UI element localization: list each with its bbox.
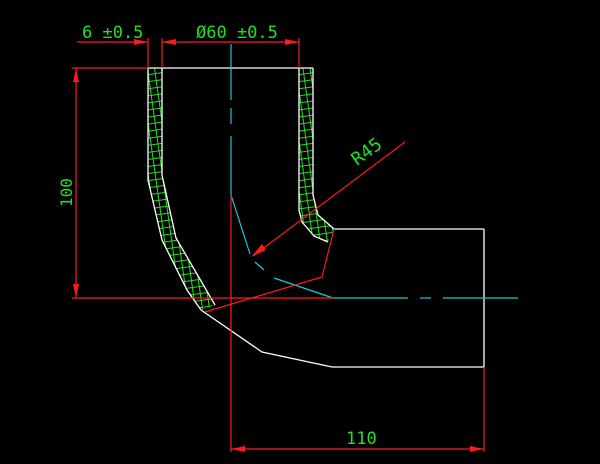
hatched-wall-left — [148, 68, 215, 310]
pipe-outline — [147, 67, 485, 368]
height-label: 100 — [57, 178, 76, 207]
dimension-lines — [72, 38, 485, 452]
centerline — [230, 44, 518, 299]
dimension-arrows — [73, 39, 484, 452]
inner-diameter-label: Ø60 ±0.5 — [196, 23, 278, 43]
length-label: 110 — [346, 429, 377, 449]
wall-thickness-label: 6 ±0.5 — [82, 23, 143, 43]
bend-radius-label: R45 — [348, 134, 387, 170]
hatched-wall-right — [299, 68, 334, 242]
